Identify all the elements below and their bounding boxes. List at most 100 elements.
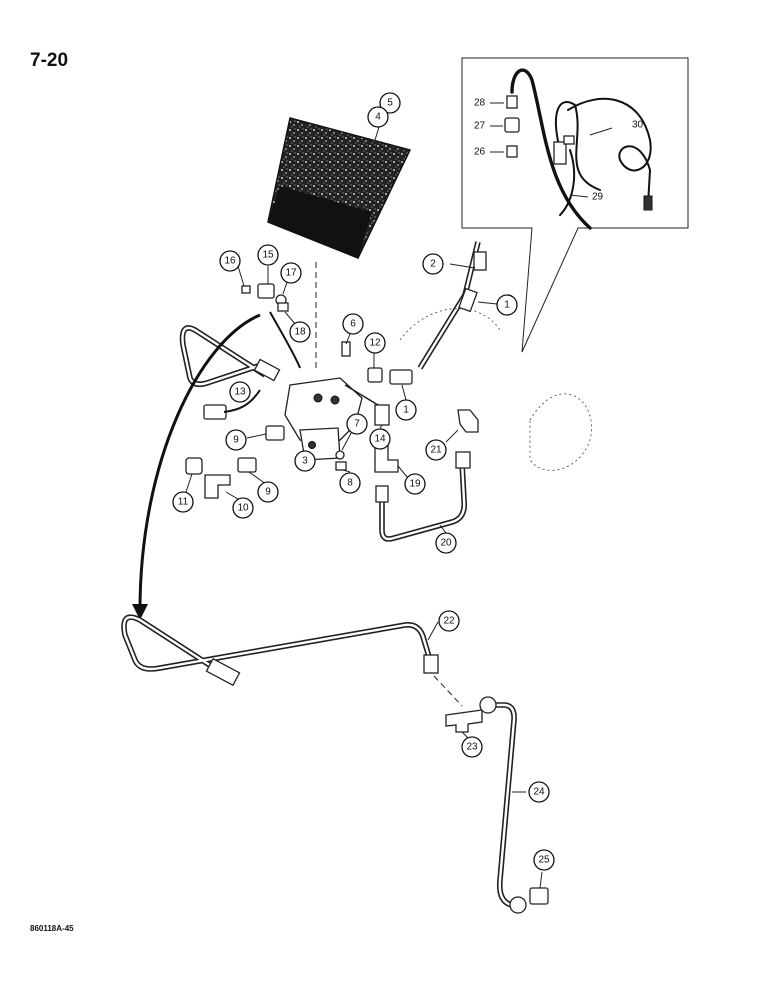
svg-text:11: 11 xyxy=(178,497,189,508)
valve-port-2 xyxy=(330,395,340,405)
callout-13: 13 xyxy=(229,381,251,403)
callout-7: 7 xyxy=(346,413,368,435)
leader-11 xyxy=(184,473,193,496)
leader-17 xyxy=(282,281,288,295)
tube-20-outer xyxy=(379,461,468,542)
callout-18: 18 xyxy=(289,321,311,343)
tube-2-nut xyxy=(473,251,487,271)
tube-20-nut-right xyxy=(455,451,471,469)
svg-text:23: 23 xyxy=(466,742,478,753)
pump-outline-upper xyxy=(399,308,501,341)
tube-2-assembly xyxy=(417,241,487,370)
callout-23: 23 xyxy=(461,736,483,758)
fitting-23-tee xyxy=(445,709,483,733)
upper-loop-tube-outer xyxy=(179,325,267,388)
part-27-coupler xyxy=(504,117,520,133)
fitting-1-lower xyxy=(389,369,413,385)
part-28-fitting xyxy=(506,95,518,109)
inset-hose-long xyxy=(510,68,592,230)
svg-text:10: 10 xyxy=(237,503,249,514)
valve-tube-stub xyxy=(344,384,379,406)
tube-22-nut-left xyxy=(205,657,241,687)
fitting-15-block xyxy=(257,283,275,299)
label-27: 27 xyxy=(474,121,486,132)
svg-text:22: 22 xyxy=(443,616,455,627)
callout-4: 4 xyxy=(367,106,389,128)
callout-24: 24 xyxy=(528,781,550,803)
fitting-12-plug xyxy=(367,367,383,383)
svg-text:20: 20 xyxy=(440,538,452,549)
pump-outline xyxy=(399,308,592,471)
loose-fittings xyxy=(185,283,479,499)
svg-text:4: 4 xyxy=(375,112,381,123)
tube-24-inner xyxy=(490,703,516,907)
upper-tube-assembly xyxy=(179,325,281,388)
fitting-18-nut xyxy=(277,302,289,312)
label-30: 30 xyxy=(632,120,644,131)
callout-17: 17 xyxy=(280,262,302,284)
callout-9a: 9 xyxy=(225,429,247,451)
figure-code: 860118A-45 xyxy=(30,924,74,933)
label-28: 28 xyxy=(474,98,486,109)
inset-detail: 28 27 26 30 29 xyxy=(461,57,689,353)
callout-15: 15 xyxy=(257,244,279,266)
fitting-9-lower xyxy=(237,457,257,473)
fitting-7-washer xyxy=(335,450,345,460)
svg-text:9: 9 xyxy=(233,435,239,446)
callout-2: 2 xyxy=(422,253,444,275)
callout-14: 14 xyxy=(369,428,391,450)
inset-quick-coupler xyxy=(643,195,653,211)
svg-text:15: 15 xyxy=(262,250,274,261)
decal-brand-band xyxy=(268,186,372,258)
valve-port-1 xyxy=(313,393,323,403)
leader-9a xyxy=(246,433,267,439)
fitting-16-screw xyxy=(241,285,251,294)
callout-1a: 1 xyxy=(496,294,518,316)
svg-text:8: 8 xyxy=(347,478,353,489)
connection-arrow-long xyxy=(138,313,261,611)
callout-20: 20 xyxy=(435,532,457,554)
tube-22-dashed-link xyxy=(433,675,463,707)
callout-5: 5 xyxy=(379,92,401,114)
inset-hose-29 xyxy=(555,101,601,191)
pump-outline-lower xyxy=(529,393,592,471)
leader-20 xyxy=(439,524,447,534)
svg-text:16: 16 xyxy=(224,256,236,267)
fitting-21-elbow xyxy=(457,409,479,433)
callout-1b: 1 xyxy=(395,399,417,421)
svg-text:7: 7 xyxy=(354,419,360,430)
svg-text:13: 13 xyxy=(234,387,246,398)
tube-24-nut-bottom xyxy=(509,896,527,914)
tube-24-nut-top xyxy=(479,696,497,714)
callout-19: 19 xyxy=(404,473,426,495)
svg-text:1: 1 xyxy=(504,300,510,311)
inset-tee-port xyxy=(563,135,575,145)
callout-12: 12 xyxy=(364,332,386,354)
callout-21: 21 xyxy=(425,439,447,461)
svg-text:19: 19 xyxy=(409,479,421,490)
tube-24-outer xyxy=(490,702,517,908)
svg-text:9: 9 xyxy=(265,487,271,498)
leader-9b xyxy=(248,471,267,485)
leader-19 xyxy=(397,465,409,479)
svg-text:17: 17 xyxy=(285,268,297,279)
svg-text:12: 12 xyxy=(369,338,381,349)
tube-22-assembly xyxy=(121,614,463,707)
leader-14 xyxy=(379,424,383,429)
tube-22-inner xyxy=(122,615,432,677)
part-26-nipple xyxy=(506,145,518,158)
leader-25 xyxy=(539,871,543,889)
leader-21 xyxy=(445,429,459,443)
tube-20-inner xyxy=(380,461,466,541)
fitting-9-upper xyxy=(265,425,285,441)
fitting-8-nut xyxy=(335,461,347,471)
svg-text:6: 6 xyxy=(350,319,356,330)
callout-9b: 9 xyxy=(257,481,279,503)
inset-hose-30 xyxy=(567,97,652,206)
leader-23 xyxy=(461,731,469,739)
fitting-11-cap xyxy=(185,457,203,475)
upper-tube-nut xyxy=(253,358,281,382)
case-decal: case xyxy=(267,117,412,370)
connection-arrow-short xyxy=(269,311,301,369)
